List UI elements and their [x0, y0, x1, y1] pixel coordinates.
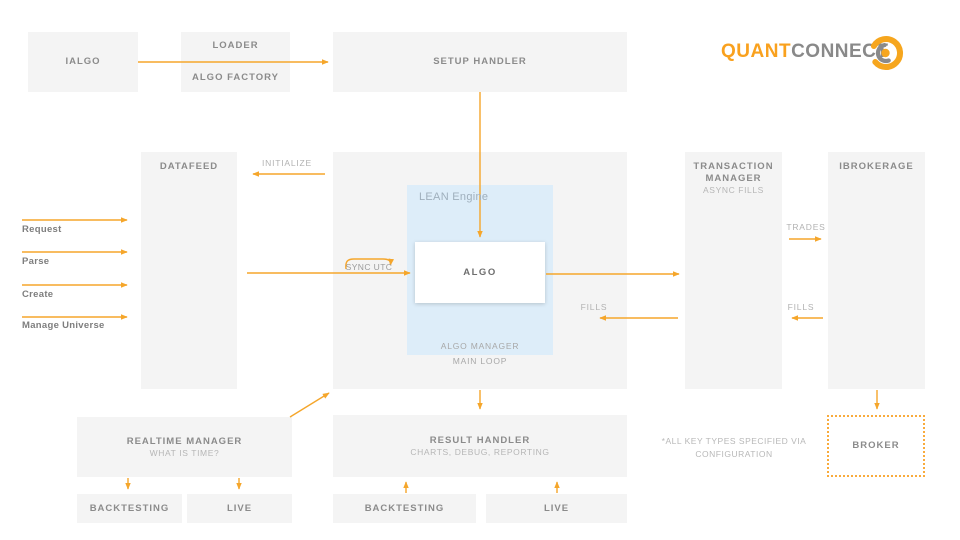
node-transaction-label-line1: TRANSACTION	[693, 161, 774, 172]
edge-label-fills-outer: FILLS	[787, 302, 815, 312]
node-loader-label: LOADER	[212, 40, 259, 51]
datafeed-action-create: Create	[22, 289, 54, 300]
node-ialgo-label: IALGO	[65, 56, 101, 67]
node-backtesting-left: BACKTESTING	[77, 494, 182, 523]
node-live-center-label: LIVE	[543, 502, 570, 514]
node-realtime-manager: REALTIME MANAGER WHAT IS TIME?	[77, 417, 292, 477]
edge-label-fills-inner: FILLS	[580, 302, 608, 312]
datafeed-action-parse: Parse	[22, 256, 50, 267]
arrow-realtime-to-main	[289, 392, 330, 418]
node-algo-label: ALGO	[463, 266, 497, 278]
node-datafeed-label: DATAFEED	[159, 161, 219, 172]
node-ibrokerage-label: IBROKERAGE	[839, 161, 914, 172]
node-live-left: LIVE	[187, 494, 292, 523]
node-loader-algo-factory: LOADER ALGO FACTORY	[181, 32, 290, 92]
node-broker: BROKER	[827, 415, 925, 477]
node-result-handler-label: RESULT HANDLER	[429, 434, 531, 446]
node-transaction-label-line2: MANAGER	[705, 173, 762, 184]
datafeed-action-request: Request	[22, 224, 62, 235]
edge-label-sync-utc: SYNC UTC	[345, 262, 393, 272]
node-backtesting-left-label: BACKTESTING	[89, 502, 170, 514]
node-setup-handler-label: SETUP HANDLER	[433, 56, 527, 67]
node-transaction-manager: TRANSACTION MANAGER ASYNC FILLS	[685, 152, 782, 389]
node-realtime-manager-sublabel: WHAT IS TIME?	[149, 447, 220, 458]
node-algo-factory-label: ALGO FACTORY	[192, 72, 279, 83]
node-realtime-manager-label: REALTIME MANAGER	[126, 435, 243, 447]
quantconnect-swirl-icon	[870, 36, 904, 70]
edge-label-initialize: INITIALIZE	[261, 158, 313, 168]
node-transaction-sublabel: ASYNC FILLS	[703, 185, 764, 195]
configuration-note-line2: CONFIGURATION	[695, 449, 773, 459]
node-broker-label: BROKER	[852, 440, 900, 451]
node-live-center: LIVE	[486, 494, 627, 523]
node-lean-engine-label: LEAN Engine	[419, 191, 489, 203]
logo-text-connect: CONNECT	[791, 41, 889, 62]
logo-text-quant: QUANT	[721, 41, 792, 62]
node-result-handler: RESULT HANDLER CHARTS, DEBUG, REPORTING	[333, 415, 627, 477]
node-datafeed: DATAFEED	[141, 152, 237, 389]
node-backtesting-center-label: BACKTESTING	[364, 502, 445, 514]
configuration-note-line1: *ALL KEY TYPES SPECIFIED VIA	[661, 436, 807, 446]
node-ibrokerage: IBROKERAGE	[828, 152, 925, 389]
configuration-note: *ALL KEY TYPES SPECIFIED VIA CONFIGURATI…	[645, 435, 823, 461]
node-result-handler-sublabel: CHARTS, DEBUG, REPORTING	[410, 446, 550, 457]
node-setup-handler: SETUP HANDLER	[333, 32, 627, 92]
quantconnect-logo: QUANTCONNECT	[721, 42, 889, 61]
node-algo: ALGO	[415, 242, 545, 303]
edge-label-trades: TRADES	[786, 222, 826, 232]
node-ialgo: IALGO	[28, 32, 138, 92]
node-backtesting-center: BACKTESTING	[333, 494, 476, 523]
algo-manager-label: ALGO MANAGER	[440, 341, 520, 351]
datafeed-action-manage-universe: Manage Universe	[22, 320, 105, 331]
main-loop-label: MAIN LOOP	[452, 356, 508, 366]
node-live-left-label: LIVE	[226, 502, 253, 514]
quantconnect-logo-text: QUANTCONNECT	[721, 42, 889, 61]
